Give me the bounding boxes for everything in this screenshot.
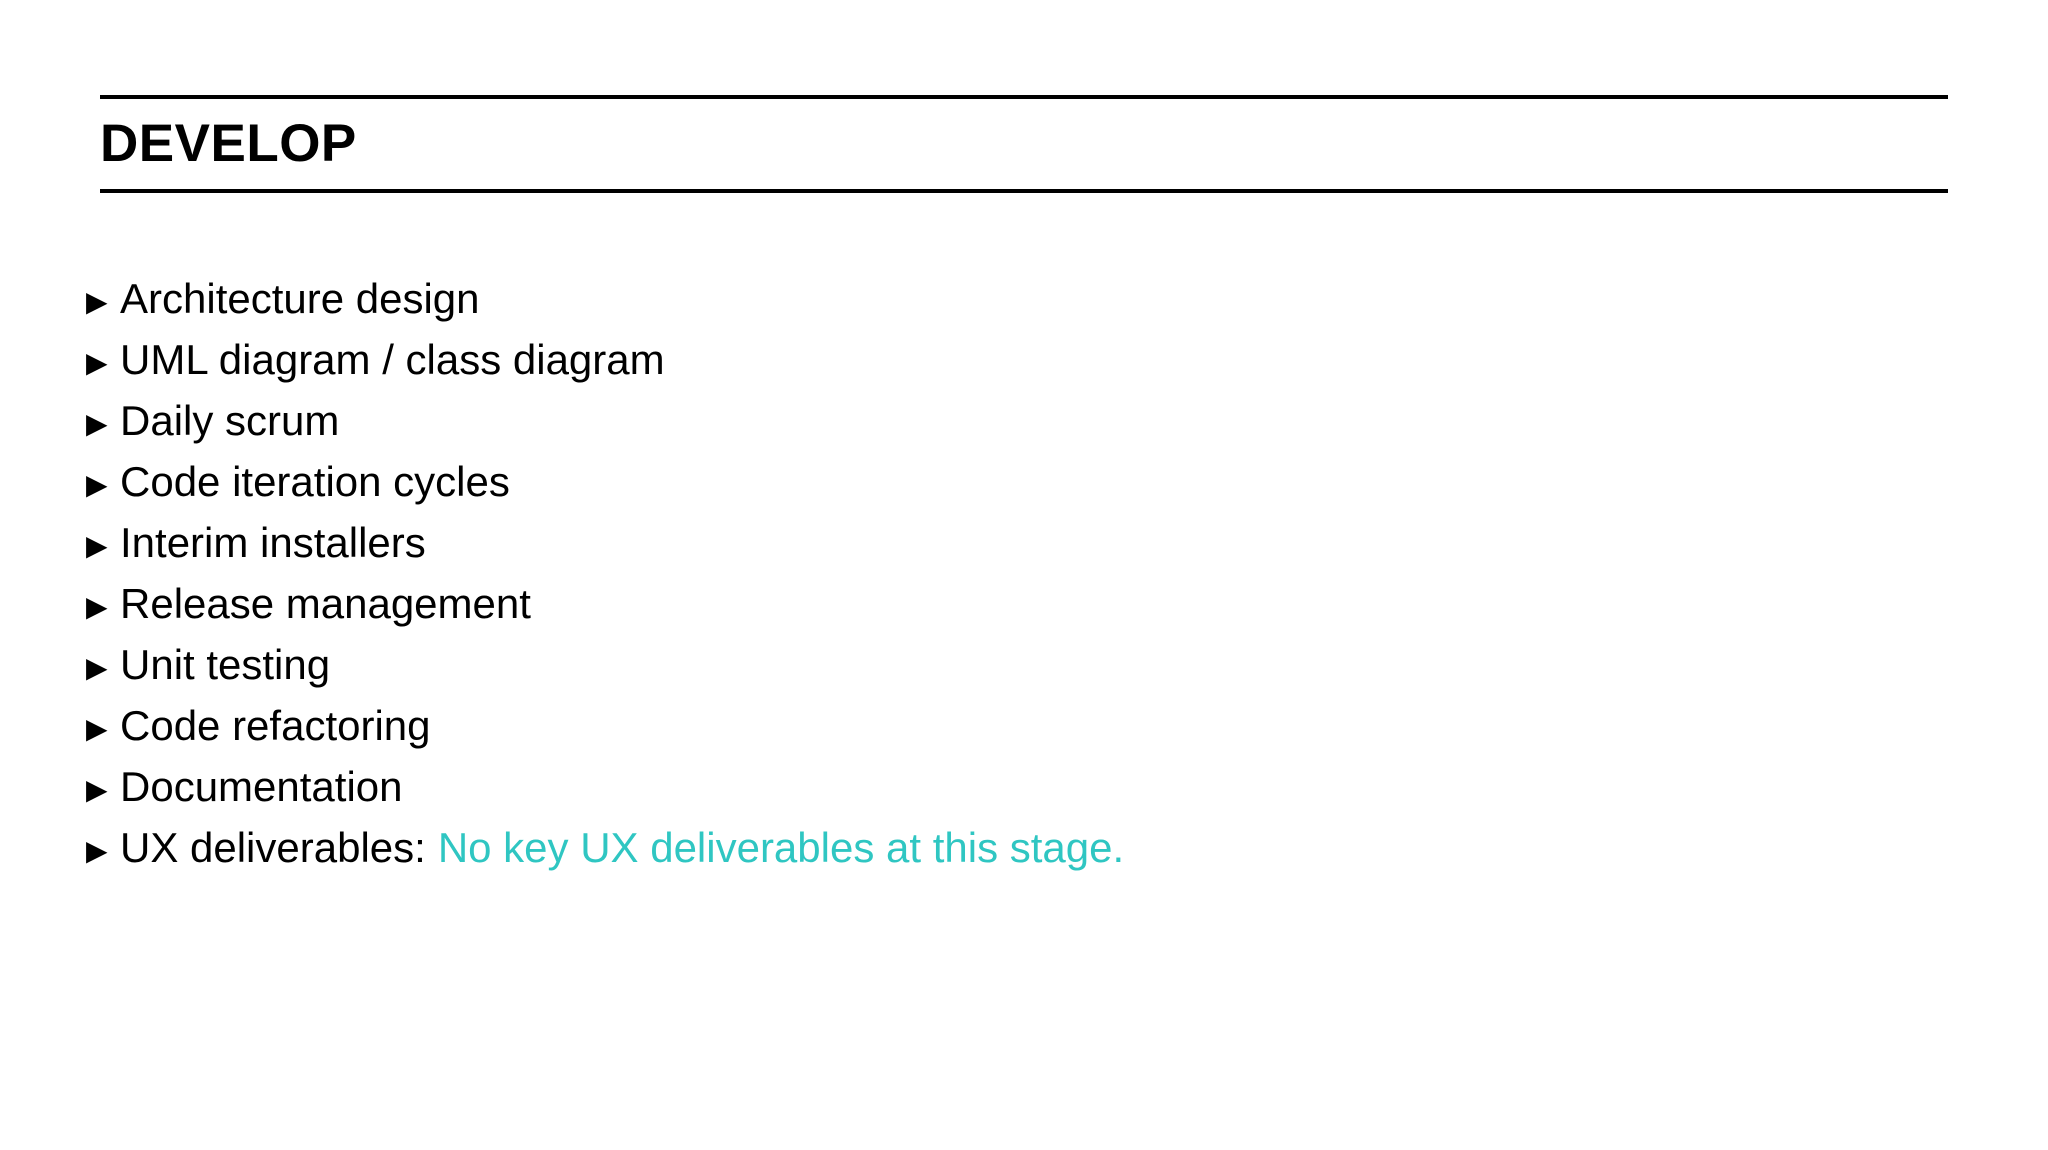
- list-item: ▶ Code refactoring: [86, 695, 1986, 756]
- bullet-triangle-icon: ▶: [86, 530, 108, 561]
- bullet-triangle-icon: ▶: [86, 286, 108, 317]
- title-rule-bottom: [100, 189, 1948, 193]
- list-item-label: Architecture design: [120, 275, 480, 322]
- list-item-label: Documentation: [120, 763, 403, 810]
- slide-title-block: DEVELOP: [100, 95, 1948, 193]
- list-item-label: Daily scrum: [120, 397, 340, 444]
- list-item: ▶ Code iteration cycles: [86, 451, 1986, 512]
- list-item-label: Unit testing: [120, 641, 331, 688]
- list-item: ▶ Release management: [86, 573, 1986, 634]
- bullet-list: ▶ Architecture design ▶ UML diagram / class…: [86, 268, 1986, 878]
- title-rule-top: [100, 95, 1948, 99]
- bullet-triangle-icon: ▶: [86, 774, 108, 805]
- list-item-label: UML diagram / class diagram: [120, 336, 665, 383]
- list-item: ▶ Documentation: [86, 756, 1986, 817]
- bullet-triangle-icon: ▶: [86, 408, 108, 439]
- bullet-triangle-icon: ▶: [86, 469, 108, 500]
- list-item-accent-text: No key UX deliverables at this stage.: [437, 824, 1125, 871]
- list-item-label: Release management: [120, 580, 531, 627]
- list-item: ▶ Interim installers: [86, 512, 1986, 573]
- list-item-label: Interim installers: [120, 519, 426, 566]
- list-item: ▶ UX deliverables:No key UX deliverables …: [86, 817, 1986, 878]
- bullet-triangle-icon: ▶: [86, 835, 108, 866]
- list-item-label: Code iteration cycles: [120, 458, 510, 505]
- page-title: DEVELOP: [100, 114, 357, 173]
- list-item: ▶ UML diagram / class diagram: [86, 329, 1986, 390]
- list-item: ▶ Daily scrum: [86, 390, 1986, 451]
- bullet-triangle-icon: ▶: [86, 652, 108, 683]
- list-item: ▶ Unit testing: [86, 634, 1986, 695]
- list-item: ▶ Architecture design: [86, 268, 1986, 329]
- list-item-label: UX deliverables:: [120, 824, 426, 871]
- bullet-triangle-icon: ▶: [86, 591, 108, 622]
- bullet-triangle-icon: ▶: [86, 347, 108, 378]
- list-item-label: Code refactoring: [120, 702, 431, 749]
- bullet-triangle-icon: ▶: [86, 713, 108, 744]
